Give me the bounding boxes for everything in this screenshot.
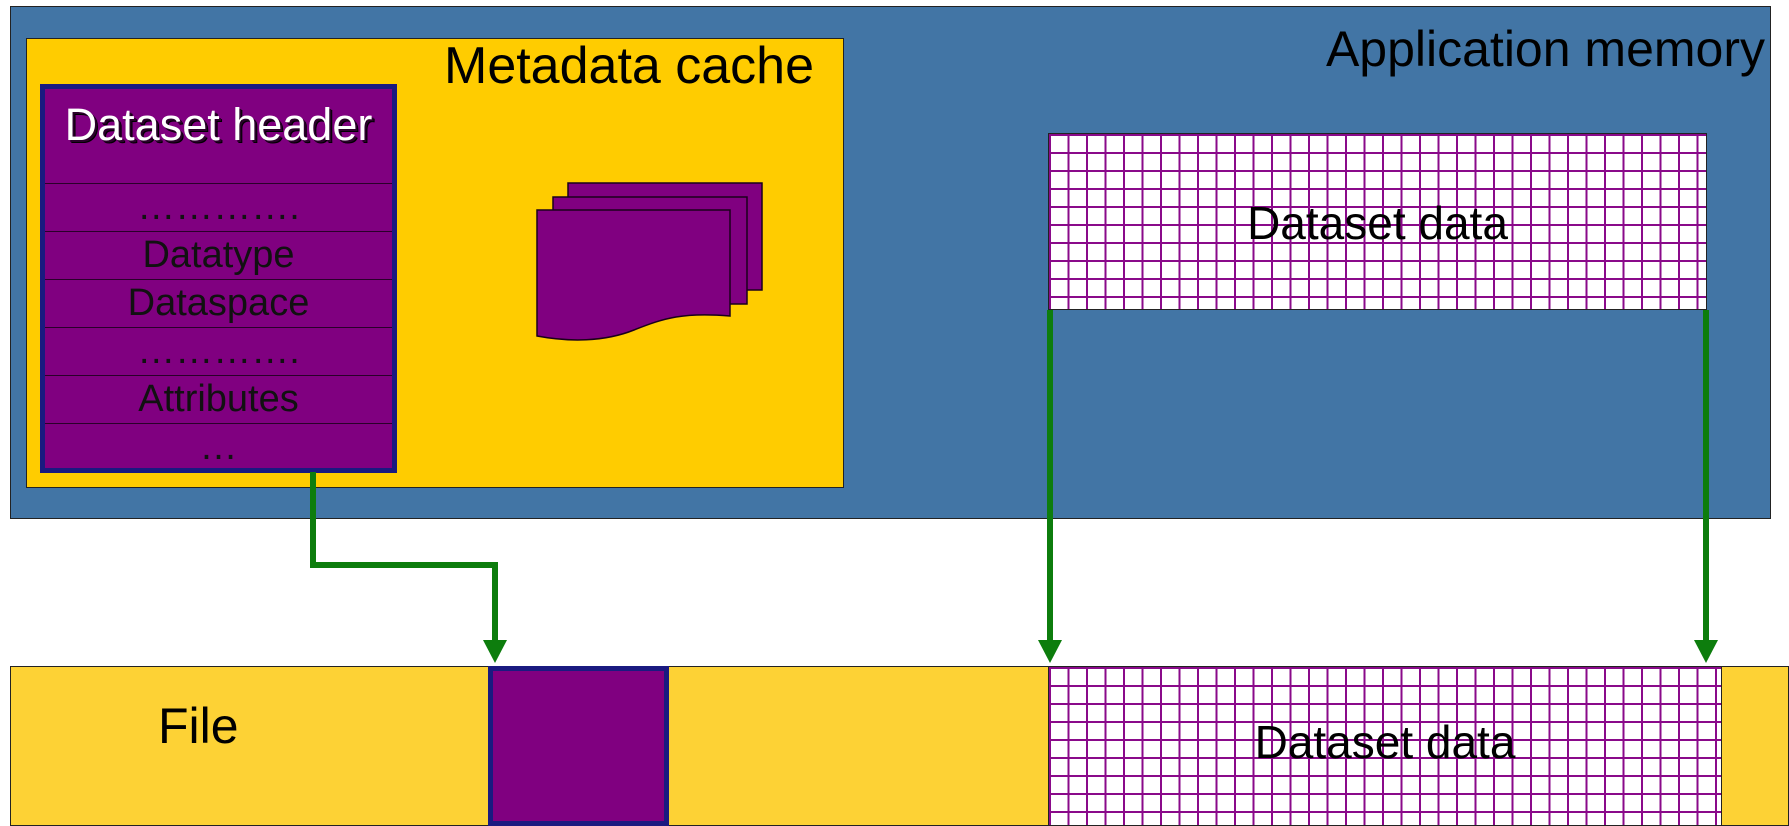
header-row-ellipsis-2: …………. (45, 327, 392, 374)
header-row-dataspace: Dataspace (45, 279, 392, 326)
dataset-header-block: Dataset header …………. Datatype Dataspace … (40, 84, 397, 473)
memory-dataset-data-grid: Dataset data (1048, 133, 1707, 310)
memory-dataset-data-label: Dataset data (1247, 197, 1508, 249)
application-memory-label: Application memory (1325, 21, 1765, 77)
arrowhead-left (1038, 640, 1062, 663)
header-row-ellipsis-3: … (45, 423, 392, 470)
data-flow-arrows (310, 310, 1718, 663)
arrowhead-right (1694, 640, 1718, 663)
metadata-documents-icon (536, 182, 763, 341)
header-to-file-arrow (310, 472, 498, 642)
dataset-header-title: Dataset header (64, 99, 373, 150)
file-dataset-data-label: Dataset data (1254, 716, 1516, 768)
file-header-block (488, 666, 669, 826)
header-row-datatype: Datatype (45, 231, 392, 278)
file-label: File (158, 698, 239, 754)
header-row-ellipsis-1: …………. (45, 183, 392, 230)
metadata-cache-label: Metadata cache (444, 37, 815, 95)
file-dataset-data-grid: Dataset data (1048, 666, 1722, 826)
arrowhead-header (483, 640, 507, 663)
header-row-attributes: Attributes (45, 375, 392, 422)
